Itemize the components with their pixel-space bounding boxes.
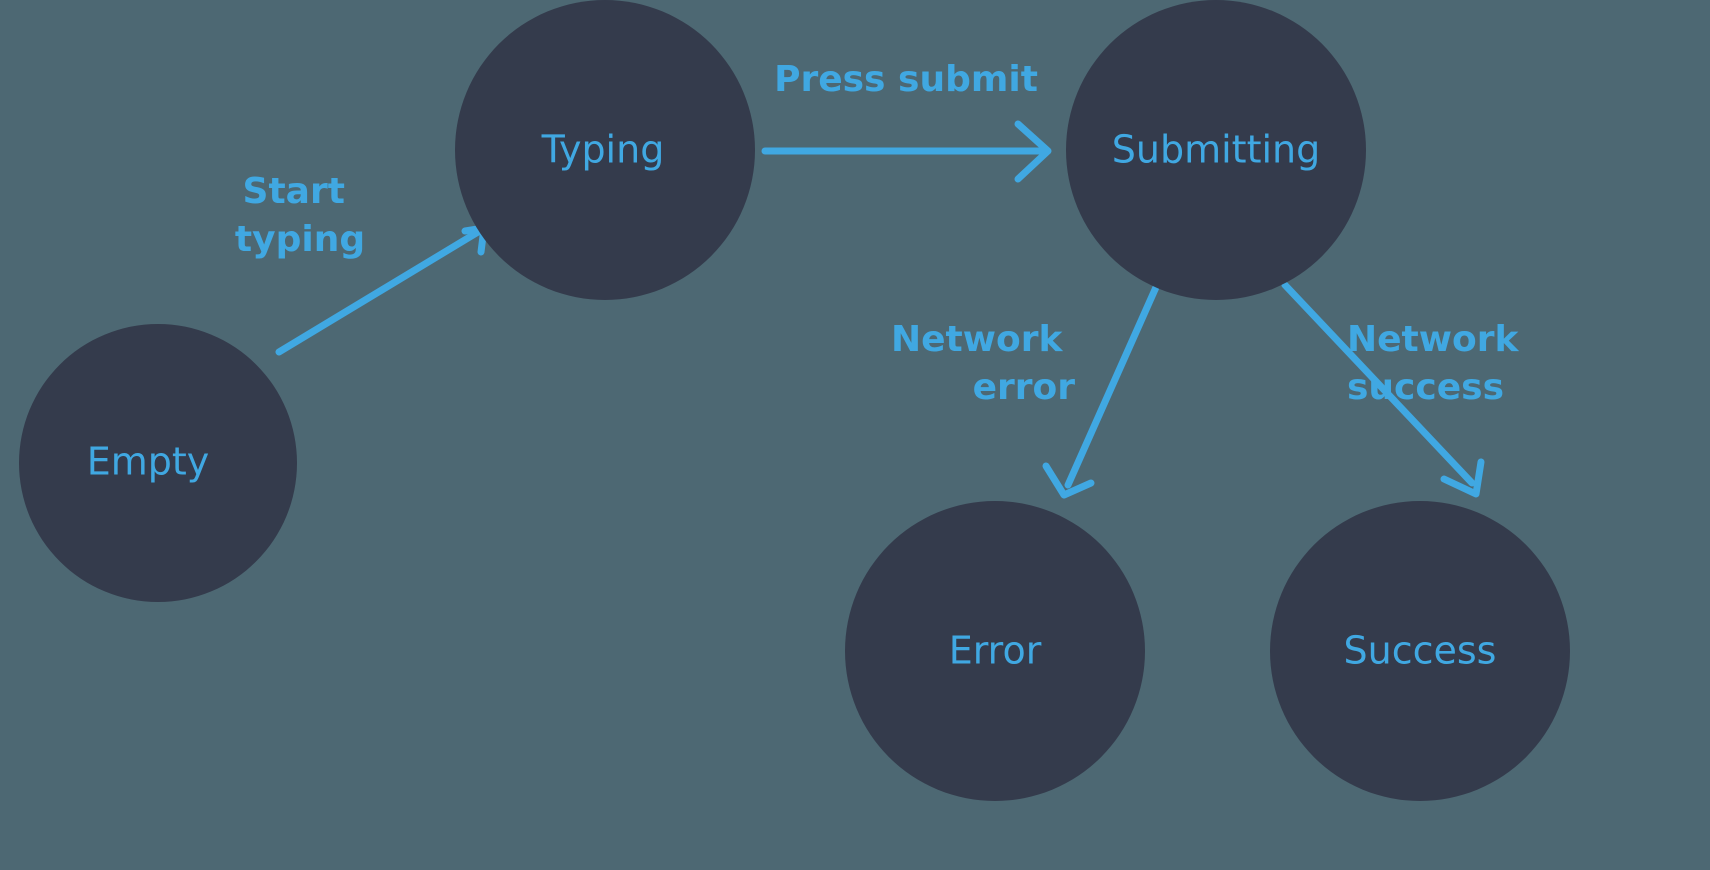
transition-label-network-success-line-1: success	[1347, 367, 1504, 408]
transition-label-network-error-line-1: error	[973, 367, 1076, 408]
transition-label-start-typing-line-0: Start	[243, 171, 345, 212]
arrowhead-network-success	[1440, 458, 1485, 498]
state-node-error[interactable]: Error	[845, 501, 1145, 801]
transition-label-press-submit-line-0: Press submit	[774, 59, 1038, 100]
arrowhead-press-submit	[1014, 120, 1052, 183]
state-circle-empty	[19, 324, 297, 602]
transition-label-network-error-line-0: Network	[891, 319, 1063, 360]
transition-network-error[interactable]: Network error	[891, 281, 1161, 499]
arrowhead-network-error	[1042, 462, 1095, 499]
transition-label-start-typing: Start typing	[235, 171, 365, 260]
transition-line-network-error	[1064, 281, 1161, 489]
state-label-typing: Typing	[541, 128, 665, 172]
transition-line-network-success	[1281, 281, 1476, 487]
transition-label-network-success: Network success	[1347, 319, 1531, 408]
transition-label-start-typing-line-1: typing	[235, 219, 365, 260]
transition-press-submit[interactable]: Press submit	[761, 59, 1052, 183]
state-label-empty: Empty	[87, 440, 210, 484]
state-node-empty[interactable]: Empty	[19, 324, 297, 602]
state-node-success[interactable]: Success	[1270, 501, 1570, 801]
state-node-submitting[interactable]: Submitting	[1066, 0, 1366, 300]
state-label-submitting: Submitting	[1112, 128, 1320, 172]
state-circle-typing	[455, 0, 755, 300]
transition-network-success[interactable]: Network success	[1281, 281, 1531, 498]
transition-start-typing[interactable]: Start typing	[235, 171, 488, 356]
state-node-typing[interactable]: Typing	[455, 0, 755, 300]
state-circle-submitting	[1066, 0, 1366, 300]
transition-label-network-error: Network error	[891, 319, 1075, 408]
state-circle-error	[845, 501, 1145, 801]
state-label-error: Error	[949, 629, 1042, 673]
state-label-success: Success	[1344, 629, 1497, 673]
transition-label-press-submit: Press submit	[774, 59, 1038, 100]
state-circle-success	[1270, 501, 1570, 801]
transition-label-network-success-line-0: Network	[1347, 319, 1519, 360]
transition-line-start-typing	[275, 228, 482, 356]
